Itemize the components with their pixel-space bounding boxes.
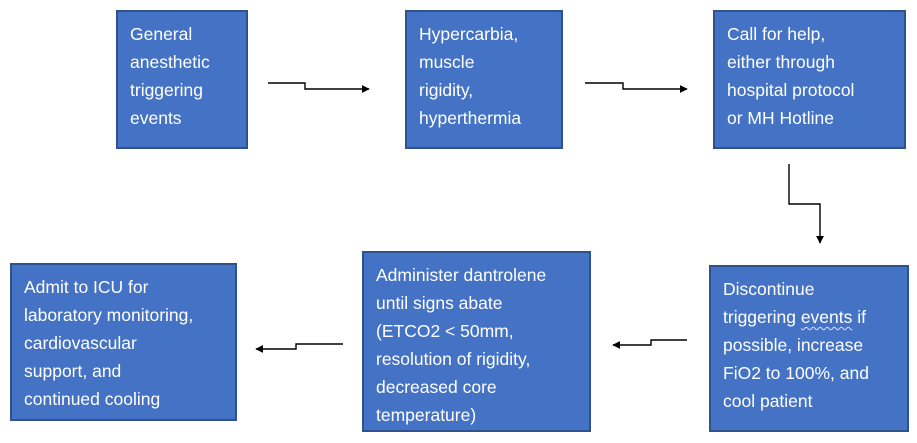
step-text: Administer dantrolene until signs abate … [376,265,547,425]
step-text-after: if possible, increase FiO2 to 100%, and … [723,307,869,411]
step-box-call-for-help: Call for help, either through hospital p… [713,10,906,149]
step-box-admit-to-icu: Admit to ICU for laboratory monitoring, … [10,263,237,421]
arrow-1-to-2 [268,82,370,93]
step-text: General anesthetic triggering events [130,24,210,128]
step-box-general-anesthetic: General anesthetic triggering events [116,10,248,149]
step-box-hypercarbia: Hypercarbia, muscle rigidity, hypertherm… [405,10,563,149]
step-box-administer-dantrolene: Administer dantrolene until signs abate … [362,251,591,432]
step-text-underlined: events [800,307,853,327]
arrow-3-to-4 [788,164,824,244]
arrow-5-to-6 [255,343,343,353]
step-text: Call for help, either through hospital p… [727,24,855,128]
step-text-before: Discontinue triggering [723,279,815,327]
step-text: Admit to ICU for laboratory monitoring, … [24,277,194,409]
step-box-discontinue-triggering: Discontinue triggering events if possibl… [709,265,909,432]
step-text: Hypercarbia, muscle rigidity, hypertherm… [419,24,522,128]
arrow-4-to-5 [612,339,687,349]
arrow-2-to-3 [585,82,688,93]
